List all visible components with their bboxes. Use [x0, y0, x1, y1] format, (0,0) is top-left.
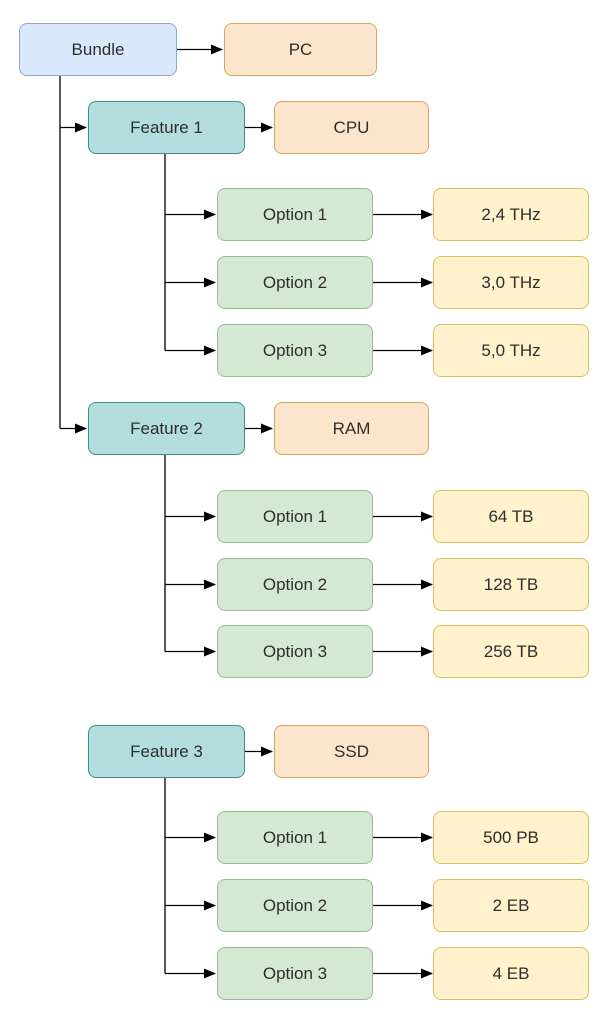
node-f3-option-3: Option 3	[217, 947, 373, 1000]
node-bundle: Bundle	[19, 23, 177, 76]
node-cpu: CPU	[274, 101, 429, 154]
node-pc: PC	[224, 23, 377, 76]
node-f2-value-2: 128 TB	[433, 558, 589, 611]
node-f3-value-1: 500 PB	[433, 811, 589, 864]
node-f2-value-3: 256 TB	[433, 625, 589, 678]
node-feature-3: Feature 3	[88, 725, 245, 778]
node-f2-option-1: Option 1	[217, 490, 373, 543]
node-feature-1: Feature 1	[88, 101, 245, 154]
node-f1-option-2: Option 2	[217, 256, 373, 309]
node-f2-value-1: 64 TB	[433, 490, 589, 543]
node-ram: RAM	[274, 402, 429, 455]
node-f3-option-1: Option 1	[217, 811, 373, 864]
node-f1-value-3: 5,0 THz	[433, 324, 589, 377]
node-f1-value-2: 3,0 THz	[433, 256, 589, 309]
node-f2-option-2: Option 2	[217, 558, 373, 611]
node-f3-value-3: 4 EB	[433, 947, 589, 1000]
node-f1-option-1: Option 1	[217, 188, 373, 241]
node-f2-option-3: Option 3	[217, 625, 373, 678]
node-feature-2: Feature 2	[88, 402, 245, 455]
node-f3-value-2: 2 EB	[433, 879, 589, 932]
node-f3-option-2: Option 2	[217, 879, 373, 932]
node-f1-value-1: 2,4 THz	[433, 188, 589, 241]
node-ssd: SSD	[274, 725, 429, 778]
node-f1-option-3: Option 3	[217, 324, 373, 377]
